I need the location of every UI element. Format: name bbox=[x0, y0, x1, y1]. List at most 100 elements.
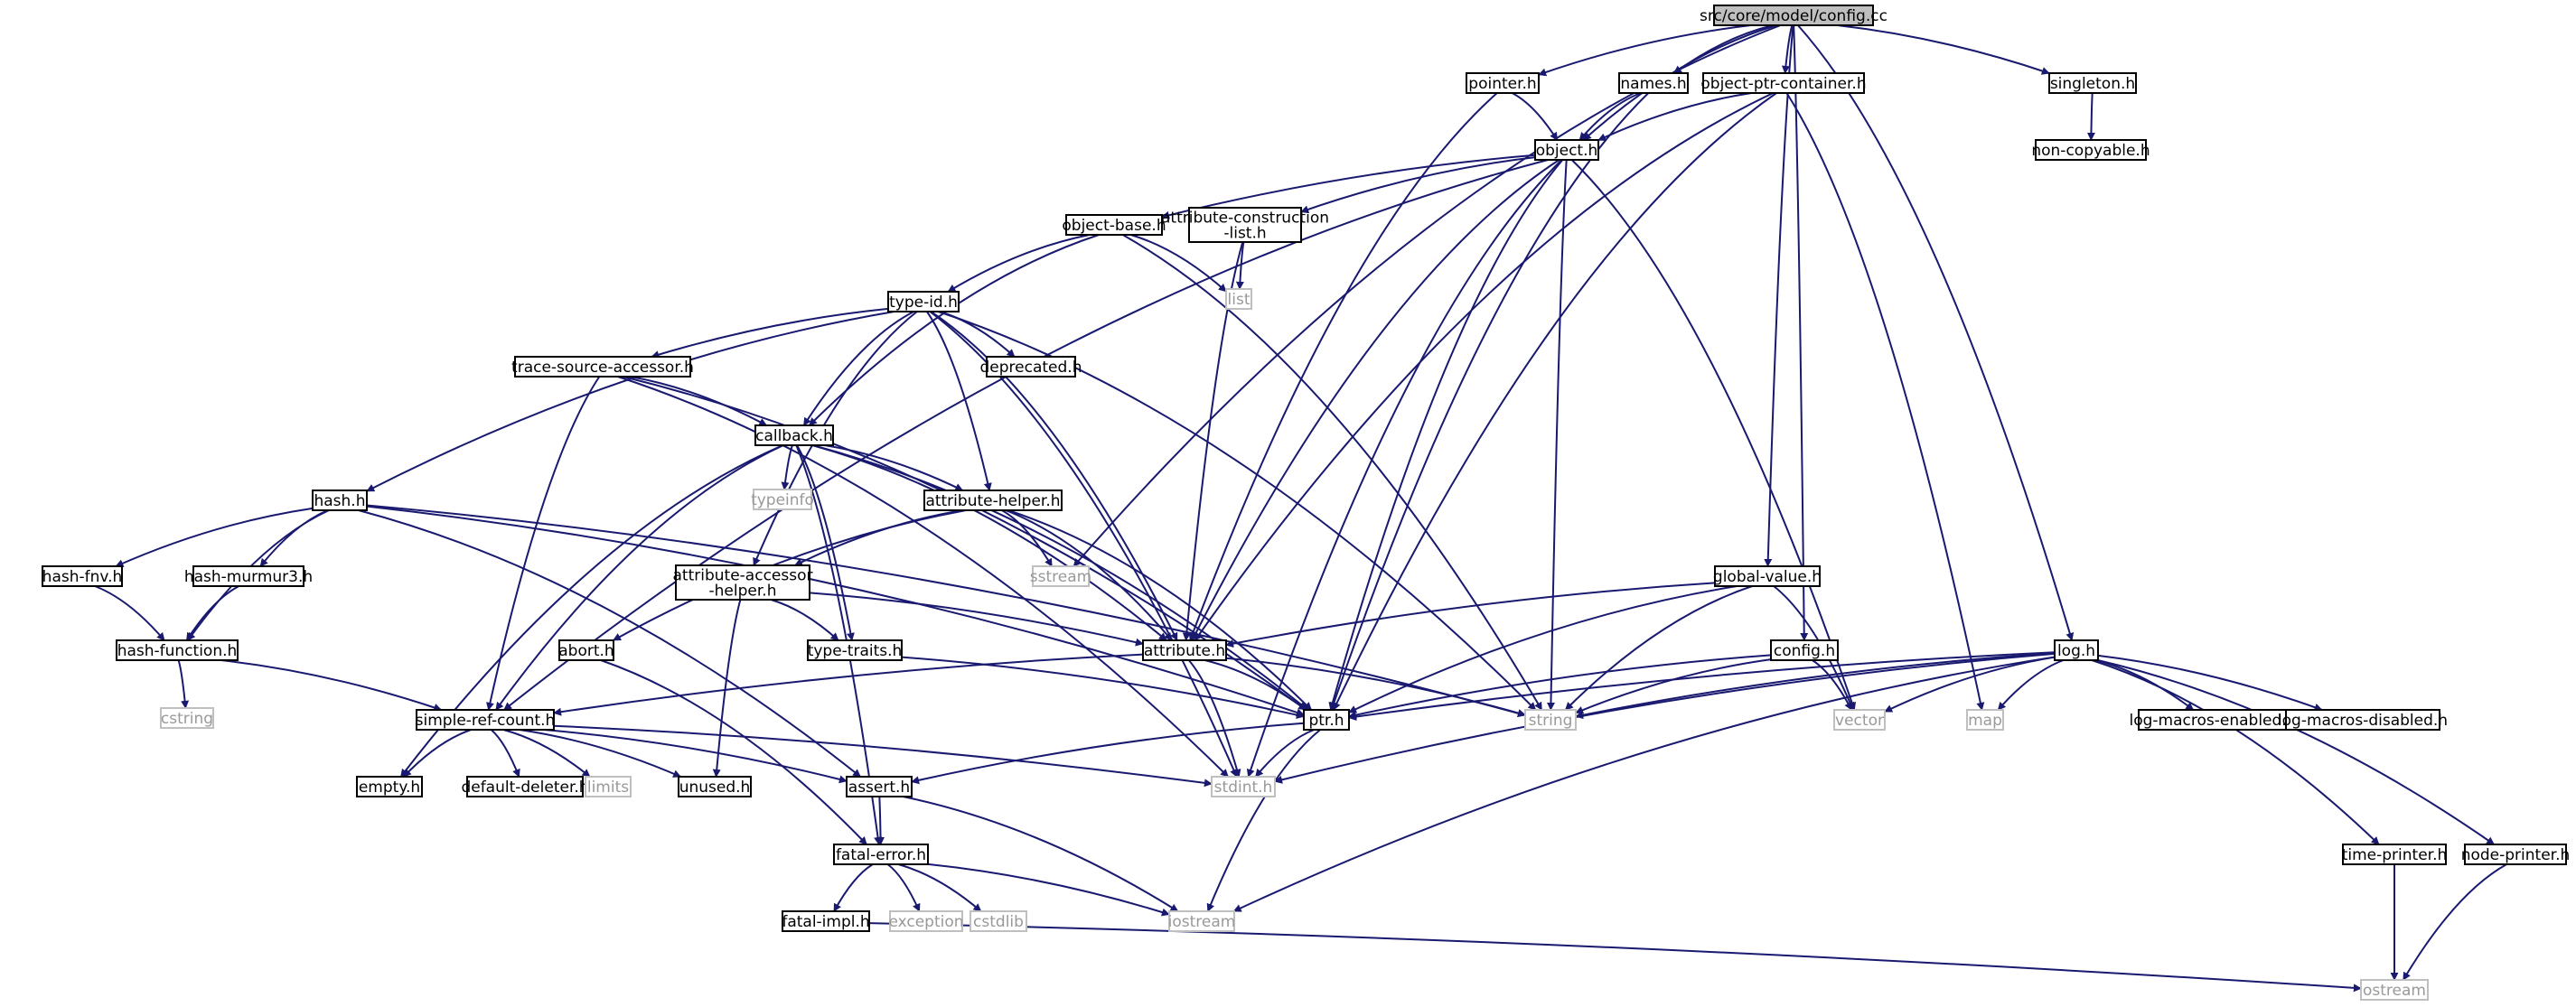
edge-hash-fnv-h-to-hash-function-h bbox=[94, 585, 165, 641]
node-box bbox=[1168, 910, 1235, 932]
edge-object-h-to-simple-ref-count-h bbox=[503, 159, 1549, 711]
node-box bbox=[754, 424, 834, 446]
edge-object-base-h-to-list bbox=[1130, 234, 1227, 293]
edge-object-h-to-ptr-h bbox=[1328, 159, 1564, 711]
node-box bbox=[970, 910, 1027, 932]
node-object-h[interactable]: object.h bbox=[1534, 139, 1599, 161]
node-attribute-helper-h[interactable]: attribute-helper.h bbox=[923, 490, 1063, 511]
node-global-value-h[interactable]: global-value.h bbox=[1713, 565, 1822, 587]
edge-trace-source-accessor-h-to-simple-ref-count-h bbox=[486, 376, 601, 711]
edge-attribute-construction-list-h-to-list bbox=[1235, 241, 1245, 290]
dependency-nodes: src/core/model/config.cc pointer.h names.h… bbox=[42, 5, 2571, 1001]
edge-simple-ref-count-h-to-empty-h bbox=[403, 729, 472, 778]
node-label: sstream bbox=[1030, 568, 1091, 586]
edge-object-h-to-stdint-h bbox=[1246, 159, 1563, 778]
edge-log-h-to-log-macros-enabled-h bbox=[2095, 659, 2195, 711]
node-label: cstring bbox=[161, 710, 213, 728]
edge-attribute-h-to-stdint-h bbox=[1187, 659, 1241, 778]
edge-ptr-h-to-iostream bbox=[1206, 729, 1321, 912]
edge-names-h-to-ptr-h bbox=[1330, 92, 1650, 711]
node-node-printer-h[interactable]: node-printer.h bbox=[2461, 844, 2571, 865]
node-object-base-h[interactable]: object-base.h bbox=[1062, 214, 1166, 236]
edge-object-ptr-container-h-to-object-h bbox=[1597, 92, 1752, 142]
node-empty-h[interactable]: empty.h bbox=[356, 776, 423, 797]
node-default-deleter-h[interactable]: default-deleter.h bbox=[461, 776, 589, 797]
node-box bbox=[1466, 72, 1540, 94]
node-hash-function-h[interactable]: hash-function.h bbox=[116, 639, 239, 661]
edge-object-h-to-string bbox=[1546, 159, 1568, 711]
node-label: limits bbox=[587, 779, 629, 797]
node-box bbox=[416, 709, 555, 731]
node-trace-source-accessor-h[interactable]: trace-source-accessor.h bbox=[511, 356, 694, 378]
node-box bbox=[116, 639, 239, 661]
edge-callback-h-to-attribute-h bbox=[811, 444, 1167, 641]
node-config-cc[interactable]: src/core/model/config.cc bbox=[1700, 5, 1888, 26]
node-attribute-h[interactable]: attribute.h bbox=[1142, 639, 1227, 661]
node-non-copyable-h[interactable]: non-copyable.h bbox=[2031, 139, 2150, 161]
node-box bbox=[160, 707, 214, 729]
edge-hash-h-to-hash-function-h bbox=[187, 509, 330, 641]
edge-object-base-h-to-type-id-h bbox=[947, 234, 1090, 293]
edge-hash-h-to-hash-fnv-h bbox=[115, 507, 314, 567]
edge-config-cc-to-log-h bbox=[1797, 24, 2075, 641]
node-callback-h[interactable]: callback.h bbox=[754, 424, 834, 446]
node-object-ptr-container-h[interactable]: object-ptr-container.h bbox=[1700, 72, 1867, 94]
edge-type-id-h-to-trace-source-accessor-h bbox=[651, 307, 889, 359]
node-label: pointer.h bbox=[1468, 75, 1536, 93]
node-type-traits-h[interactable]: type-traits.h bbox=[807, 639, 903, 661]
node-fatal-impl-h[interactable]: fatal-impl.h bbox=[782, 910, 870, 932]
node-unused-h[interactable]: unused.h bbox=[678, 776, 752, 797]
node-box bbox=[807, 639, 903, 661]
edge-assert-h-to-fatal-error-h bbox=[876, 796, 885, 845]
node-label: list bbox=[1228, 291, 1251, 309]
edge-type-id-h-to-attribute-accessor-helper-h bbox=[753, 311, 918, 566]
node-abort-h[interactable]: abort.h bbox=[558, 639, 614, 661]
node-map: map bbox=[1966, 709, 2004, 731]
node-assert-h[interactable]: assert.h bbox=[846, 776, 913, 797]
node-box bbox=[2048, 72, 2137, 94]
node-config-h[interactable]: config.h bbox=[1770, 639, 1839, 661]
node-hash-murmur3-h[interactable]: hash-murmur3.h bbox=[184, 565, 313, 587]
edge-ptr-h-to-assert-h bbox=[911, 722, 1305, 785]
edge-trace-source-accessor-h-to-callback-h bbox=[630, 376, 768, 426]
node-log-h[interactable]: log.h bbox=[2054, 639, 2099, 661]
node-box bbox=[1534, 139, 1599, 161]
node-deprecated-h[interactable]: deprecated.h bbox=[980, 356, 1082, 378]
node-singleton-h[interactable]: singleton.h bbox=[2048, 72, 2137, 94]
node-box bbox=[1702, 72, 1865, 94]
edge-fatal-error-h-to-iostream bbox=[927, 862, 1170, 917]
node-attribute-construction-list-h[interactable]: attribute-construction-list.h bbox=[1161, 207, 1329, 243]
edge-attribute-h-to-string bbox=[1225, 657, 1526, 717]
node-fatal-error-h[interactable]: fatal-error.h bbox=[833, 844, 929, 865]
node-label: names.h bbox=[1620, 75, 1686, 93]
edge-object-h-to-object-base-h bbox=[1161, 154, 1536, 219]
node-ptr-h[interactable]: ptr.h bbox=[1303, 709, 1350, 731]
node-box bbox=[558, 639, 614, 661]
node-attribute-accessor-helper-h[interactable]: attribute-accessor-helper.h bbox=[673, 564, 813, 601]
node-hash-h[interactable]: hash.h bbox=[312, 490, 368, 511]
node-type-id-h[interactable]: type-id.h bbox=[887, 291, 960, 312]
node-simple-ref-count-h[interactable]: simple-ref-count.h bbox=[416, 709, 556, 731]
node-box bbox=[2464, 844, 2567, 865]
edge-hash-h-to-string bbox=[366, 504, 1526, 718]
node-label: non-copyable.h bbox=[2031, 142, 2150, 160]
node-label: object-ptr-container.h bbox=[1700, 75, 1866, 93]
edge-callback-h-to-simple-ref-count-h bbox=[495, 444, 784, 711]
node-time-printer-h[interactable]: time-printer.h bbox=[2342, 844, 2448, 865]
node-box bbox=[923, 490, 1063, 511]
node-label: empty.h bbox=[359, 779, 420, 797]
edge-fatal-impl-h-to-ostream bbox=[868, 922, 2362, 993]
node-hash-fnv-h[interactable]: hash-fnv.h bbox=[42, 565, 123, 587]
node-log-macros-disabled-h[interactable]: log-macros-disabled.h bbox=[2278, 709, 2448, 731]
edge-type-id-h-to-callback-h bbox=[802, 311, 914, 426]
edge-fatal-error-h-to-fatal-impl-h bbox=[833, 863, 874, 912]
edge-callback-h-to-typeinfo bbox=[781, 444, 793, 490]
edge-global-value-h-to-vector bbox=[1773, 585, 1854, 711]
edge-log-h-to-ptr-h bbox=[1348, 651, 2056, 722]
node-pointer-h[interactable]: pointer.h bbox=[1466, 72, 1540, 94]
edge-callback-h-to-type-traits-h bbox=[796, 444, 855, 641]
edge-object-base-h-to-string bbox=[1122, 234, 1543, 711]
node-log-macros-enabled-h[interactable]: log-macros-enabled.h bbox=[2130, 709, 2297, 731]
node-names-h[interactable]: names.h bbox=[1618, 72, 1689, 94]
edge-config-cc-to-sstream bbox=[1073, 24, 1781, 567]
